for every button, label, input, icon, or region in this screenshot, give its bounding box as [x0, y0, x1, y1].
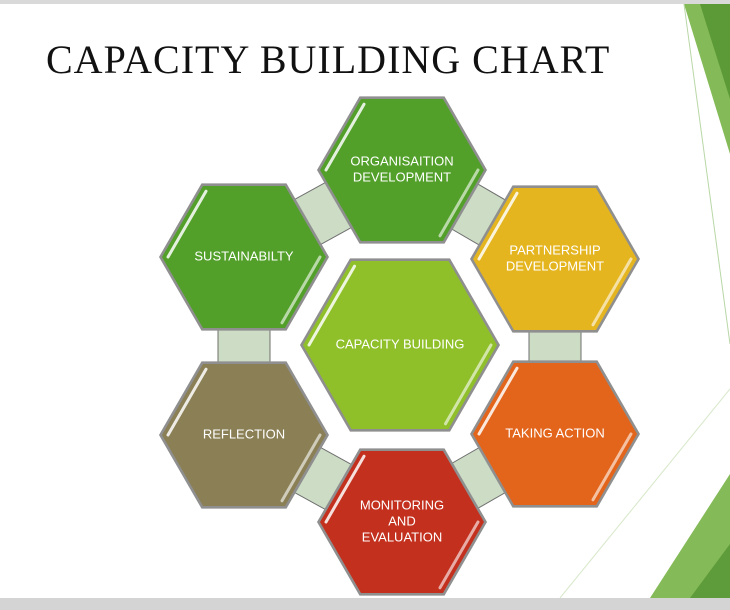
- hexagon-group: ORGANISAITIONDEVELOPMENTPARTNERSHIPDEVEL…: [159, 96, 640, 596]
- hexagon-fill: [473, 188, 637, 330]
- hexagon-fill: [162, 364, 326, 506]
- slide-title: CAPACITY BUILDING CHART: [46, 37, 611, 82]
- hexagon-taking-action: TAKING ACTION: [470, 360, 640, 508]
- hexagon-highlight-lower: [438, 520, 480, 590]
- hexagon-highlight: [477, 191, 519, 261]
- hexagon-highlight-lower: [591, 432, 633, 502]
- hexagon-label: SUSTAINABILTY: [194, 248, 294, 263]
- hexagon-highlight-lower: [280, 433, 322, 503]
- hexagon-highlight: [166, 367, 208, 437]
- hexagon-highlight-lower: [591, 257, 633, 327]
- hexagon-label: TAKING ACTION: [505, 425, 604, 440]
- accent-line-top: [683, 4, 730, 345]
- hexagon-center: CAPACITY BUILDING: [300, 258, 500, 432]
- hexagon-fill: [162, 186, 326, 328]
- hexagon-reflection: REFLECTION: [159, 361, 329, 509]
- hexagon-highlight-lower: [280, 255, 322, 325]
- hexagon-fill: [303, 261, 497, 429]
- hexagon-fill: [320, 451, 484, 593]
- accent-triangle-top-dark: [700, 4, 730, 99]
- hexagon-label: REFLECTION: [203, 426, 285, 441]
- hexagon-highlight: [477, 366, 519, 436]
- capacity-diagram: ORGANISAITIONDEVELOPMENTPARTNERSHIPDEVEL…: [159, 4, 730, 598]
- accent-line-bottom: [559, 388, 730, 598]
- hexagon-label: AND: [388, 513, 415, 528]
- hexagon-sustainability: SUSTAINABILTY: [159, 183, 329, 331]
- hexagon-label: DEVELOPMENT: [506, 258, 604, 273]
- bottom-band: [0, 598, 730, 610]
- hexagon-label: DEVELOPMENT: [353, 169, 451, 184]
- decorative-corner-shapes: [559, 4, 730, 598]
- hexagon-label: CAPACITY BUILDING: [336, 336, 465, 351]
- hexagon-highlight: [166, 189, 208, 259]
- hexagon-highlight: [324, 102, 366, 172]
- hexagon-label: ORGANISAITION: [350, 153, 453, 168]
- accent-triangle-bottom-dark: [690, 544, 730, 598]
- hexagon-highlight: [307, 264, 356, 347]
- hexagon-label: MONITORING: [360, 497, 444, 512]
- hexagon-highlight-lower: [438, 168, 480, 238]
- hexagon-fill: [320, 99, 484, 241]
- hexagon-label: PARTNERSHIP: [509, 242, 600, 257]
- hexagon-highlight: [324, 454, 366, 524]
- hexagon-label: EVALUATION: [362, 529, 442, 544]
- accent-triangle-bottom: [650, 474, 730, 598]
- hexagon-fill: [473, 363, 637, 505]
- hexagon-highlight-lower: [444, 343, 493, 426]
